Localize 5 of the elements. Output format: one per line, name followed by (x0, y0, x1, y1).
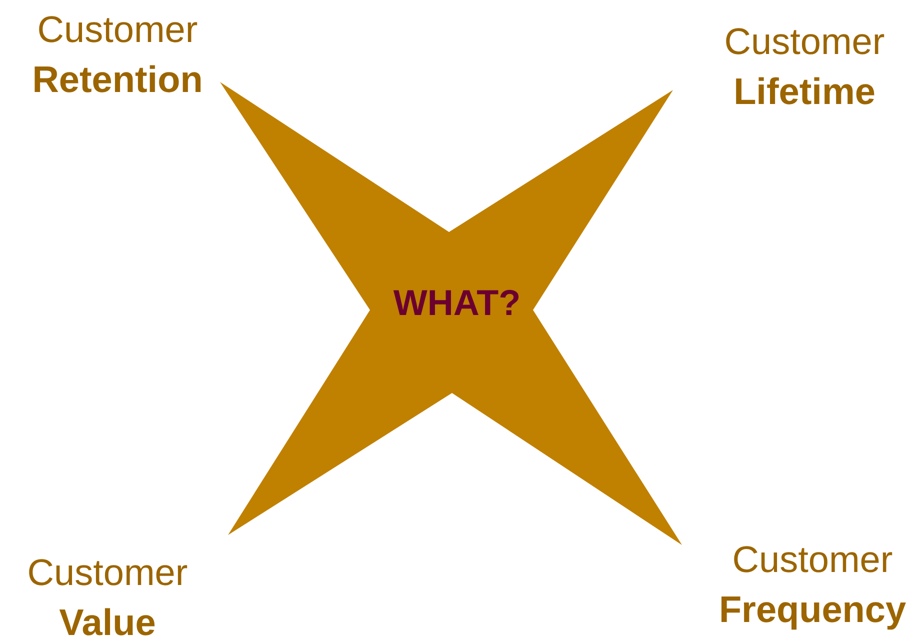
corner-label: Customer Lifetime (723, 20, 886, 114)
corner-label: Customer Frequency (718, 538, 908, 632)
corner-label: Customer Retention (31, 8, 204, 102)
center-label: WHAT? (393, 282, 521, 324)
corner-label: Customer Value (26, 551, 189, 640)
